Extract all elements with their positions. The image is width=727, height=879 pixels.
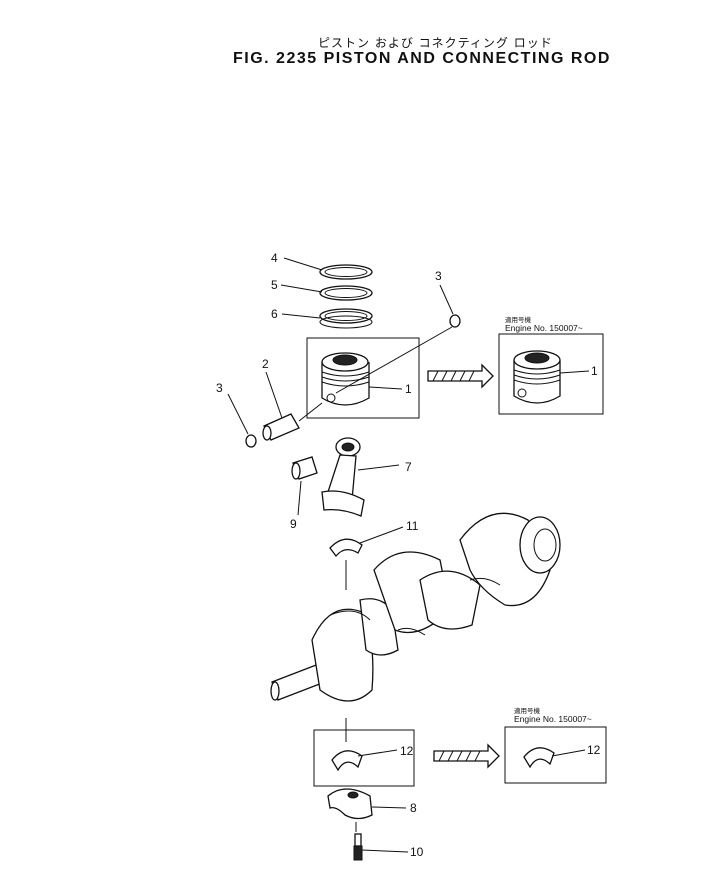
ring-top xyxy=(319,264,373,280)
snap-ring-right xyxy=(449,314,461,328)
piston xyxy=(321,352,370,406)
callout-upper-bearing: 11 xyxy=(406,519,419,533)
callout-connecting-rod: 7 xyxy=(405,460,412,474)
bushing xyxy=(291,456,318,480)
callout-snap-ring-left: 3 xyxy=(216,381,223,395)
callout-bolt: 10 xyxy=(410,845,424,859)
snap-ring-left xyxy=(245,434,257,448)
figure-title-english: FIG. 2235 PISTON AND CONNECTING ROD xyxy=(233,50,611,67)
callout-piston-alt: 1 xyxy=(591,364,598,378)
bolt xyxy=(353,833,363,861)
callout-bushing: 9 xyxy=(290,517,297,531)
bearing-cap xyxy=(327,788,373,820)
callout-ring-second: 5 xyxy=(271,278,278,292)
alt-piston-engine-no: Engine No. 150007~ xyxy=(505,323,583,333)
callout-bearing-cap: 8 xyxy=(410,801,417,815)
alt-piston-box xyxy=(498,333,604,415)
callout-lower-bearing-alt: 12 xyxy=(587,743,601,757)
callout-piston-pin: 2 xyxy=(262,357,269,371)
lower-bearing xyxy=(331,750,363,772)
callout-ring-oil: 6 xyxy=(271,307,278,321)
callout-lower-bearing: 12 xyxy=(400,744,414,758)
figure-title-japanese: ピストン および コネクティング ロッド xyxy=(318,36,553,50)
upper-bearing xyxy=(329,538,363,558)
ring-second xyxy=(319,285,373,301)
alt-piston-applicable-jp: 適用号機 xyxy=(505,315,532,324)
lower-bearing-alt xyxy=(523,747,555,769)
alt-bearing-engine-no: Engine No. 150007~ xyxy=(514,714,592,724)
alt-bearing-applicable-jp: 適用号機 xyxy=(514,706,541,715)
piston-pin xyxy=(262,413,300,441)
connecting-rod xyxy=(321,437,365,517)
crankshaft xyxy=(270,512,561,702)
ring-oil xyxy=(319,308,373,329)
callout-snap-ring-right: 3 xyxy=(435,269,442,283)
lower-bearing-box xyxy=(313,729,415,787)
piston-box xyxy=(306,337,420,419)
callout-piston: 1 xyxy=(405,382,412,396)
arrow-to-alt-piston xyxy=(427,363,494,389)
arrow-to-alt-bearing xyxy=(433,743,500,769)
piston-alt xyxy=(513,350,561,404)
alt-bearing-box xyxy=(504,726,607,784)
callout-ring-top: 4 xyxy=(271,251,278,265)
